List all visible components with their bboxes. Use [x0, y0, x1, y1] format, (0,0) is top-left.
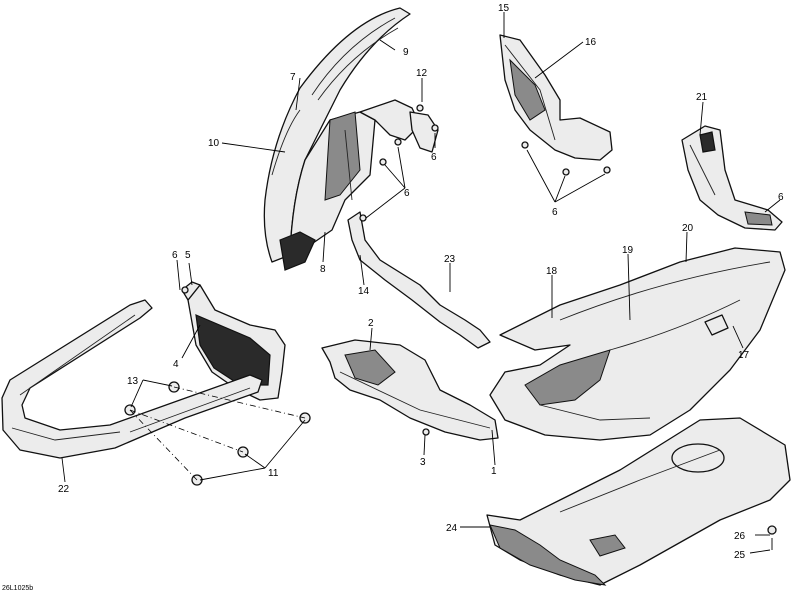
callout-6d: 6: [778, 192, 784, 203]
front-bumper: [1, 299, 263, 459]
callout-11: 11: [268, 468, 279, 479]
callout-labels: 7 9 10 8 12 6 6 15 16 6 21 6 20 19 18 17…: [2, 3, 784, 592]
callout-23: 23: [444, 254, 456, 265]
callout-4: 4: [173, 359, 179, 370]
callout-16: 16: [585, 37, 597, 48]
side-panel-lower: [489, 247, 786, 441]
callout-13: 13: [127, 376, 139, 387]
callout-22: 22: [58, 484, 70, 495]
callout-19: 19: [622, 245, 634, 256]
callout-20: 20: [682, 223, 694, 234]
callout-15: 15: [498, 3, 510, 14]
callout-3: 3: [420, 457, 426, 468]
leader-lines: [61, 12, 781, 554]
bracket-21: [681, 125, 783, 231]
callout-26: 26: [734, 531, 746, 542]
side-panel-upper: [499, 34, 613, 176]
callout-6c: 6: [552, 207, 558, 218]
callout-18: 18: [546, 266, 558, 277]
lower-front-bracket: [321, 339, 499, 441]
assembly-lines: [129, 386, 306, 481]
callout-6a: 6: [431, 152, 437, 163]
callout-1: 1: [491, 466, 497, 477]
callout-9: 9: [403, 47, 409, 58]
drawing-code: 26L1025b: [2, 585, 33, 592]
callout-21: 21: [696, 92, 708, 103]
skid-plate: [486, 417, 791, 586]
callout-7: 7: [290, 72, 296, 83]
callout-2: 2: [368, 318, 374, 329]
callout-12: 12: [416, 68, 428, 79]
callout-10: 10: [208, 138, 220, 149]
callout-8: 8: [320, 264, 326, 275]
callout-6e: 6: [172, 250, 178, 261]
callout-24: 24: [446, 523, 458, 534]
callout-25: 25: [734, 550, 746, 561]
callout-5: 5: [185, 250, 191, 261]
upper-cowl-assembly: [263, 7, 491, 349]
callout-17: 17: [738, 350, 750, 361]
callout-6b: 6: [404, 188, 410, 199]
callout-14: 14: [358, 286, 370, 297]
